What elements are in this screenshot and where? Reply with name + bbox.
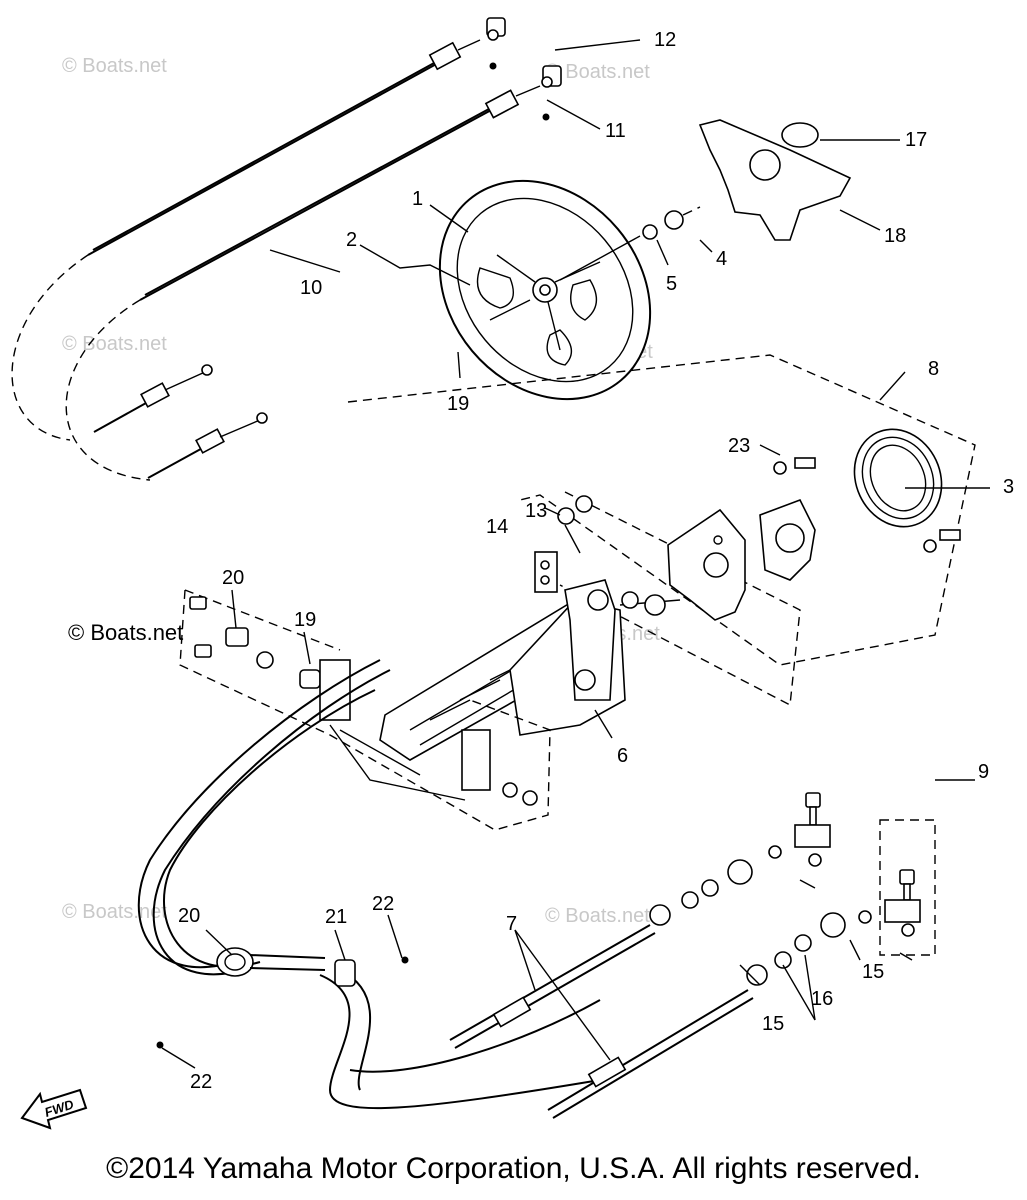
callout-14: 14 — [486, 516, 508, 538]
watermark: © Boats.net — [545, 61, 650, 83]
callout-11: 11 — [605, 120, 626, 142]
callout-7: 7 — [506, 913, 517, 935]
forward-arrow-icon: FWD — [20, 1088, 88, 1130]
callout-13: 13 — [525, 500, 547, 522]
watermark: © Boats.net — [68, 620, 183, 645]
steering-cover — [698, 119, 852, 241]
watermark: © Boats.net — [62, 55, 167, 77]
callout-labels: 1 2 3 4 5 6 7 8 9 10 11 12 13 14 15 15 1… — [178, 29, 1014, 1093]
callout-21: 21 — [325, 906, 347, 928]
steering-arm — [379, 551, 681, 761]
callout-5: 5 — [666, 273, 677, 295]
callout-16: 16 — [811, 988, 833, 1010]
bezel — [773, 428, 961, 553]
handle-pole-outline — [347, 354, 976, 707]
watermark-group: © Boats.net © Boats.net © Boats.net © Bo… — [62, 55, 660, 927]
callout-12: 12 — [654, 29, 676, 51]
cable-joints — [768, 792, 936, 961]
callout-19b: 19 — [294, 609, 316, 631]
callout-8: 8 — [928, 358, 939, 380]
throttle-cables — [11, 17, 562, 481]
copyright-notice: ©2014 Yamaha Motor Corporation, U.S.A. A… — [106, 1152, 921, 1185]
steering-bracket — [557, 495, 816, 621]
callout-22b: 22 — [190, 1071, 212, 1093]
callout-2: 2 — [346, 229, 357, 251]
watermark: © Boats.net — [62, 901, 167, 923]
callout-10: 10 — [300, 277, 322, 299]
callout-15b: 15 — [762, 1013, 784, 1035]
callout-23: 23 — [728, 435, 750, 457]
watermark: © Boats.net — [545, 905, 650, 927]
callout-6: 6 — [617, 745, 628, 767]
callout-19a: 19 — [447, 393, 469, 415]
callout-22a: 22 — [372, 893, 394, 915]
callout-18: 18 — [884, 225, 906, 247]
callout-4: 4 — [716, 248, 727, 270]
steering-cables — [137, 659, 846, 1119]
watermark: © Boats.net — [62, 333, 167, 355]
leader-lines — [161, 39, 990, 1069]
steering-wheel — [438, 179, 701, 401]
callout-1: 1 — [412, 188, 423, 210]
callout-17: 17 — [905, 129, 927, 151]
callout-9: 9 — [978, 761, 989, 783]
callout-20b: 20 — [178, 905, 200, 927]
callout-15a: 15 — [862, 961, 884, 983]
callout-3: 3 — [1003, 476, 1014, 498]
callout-20a: 20 — [222, 567, 244, 589]
